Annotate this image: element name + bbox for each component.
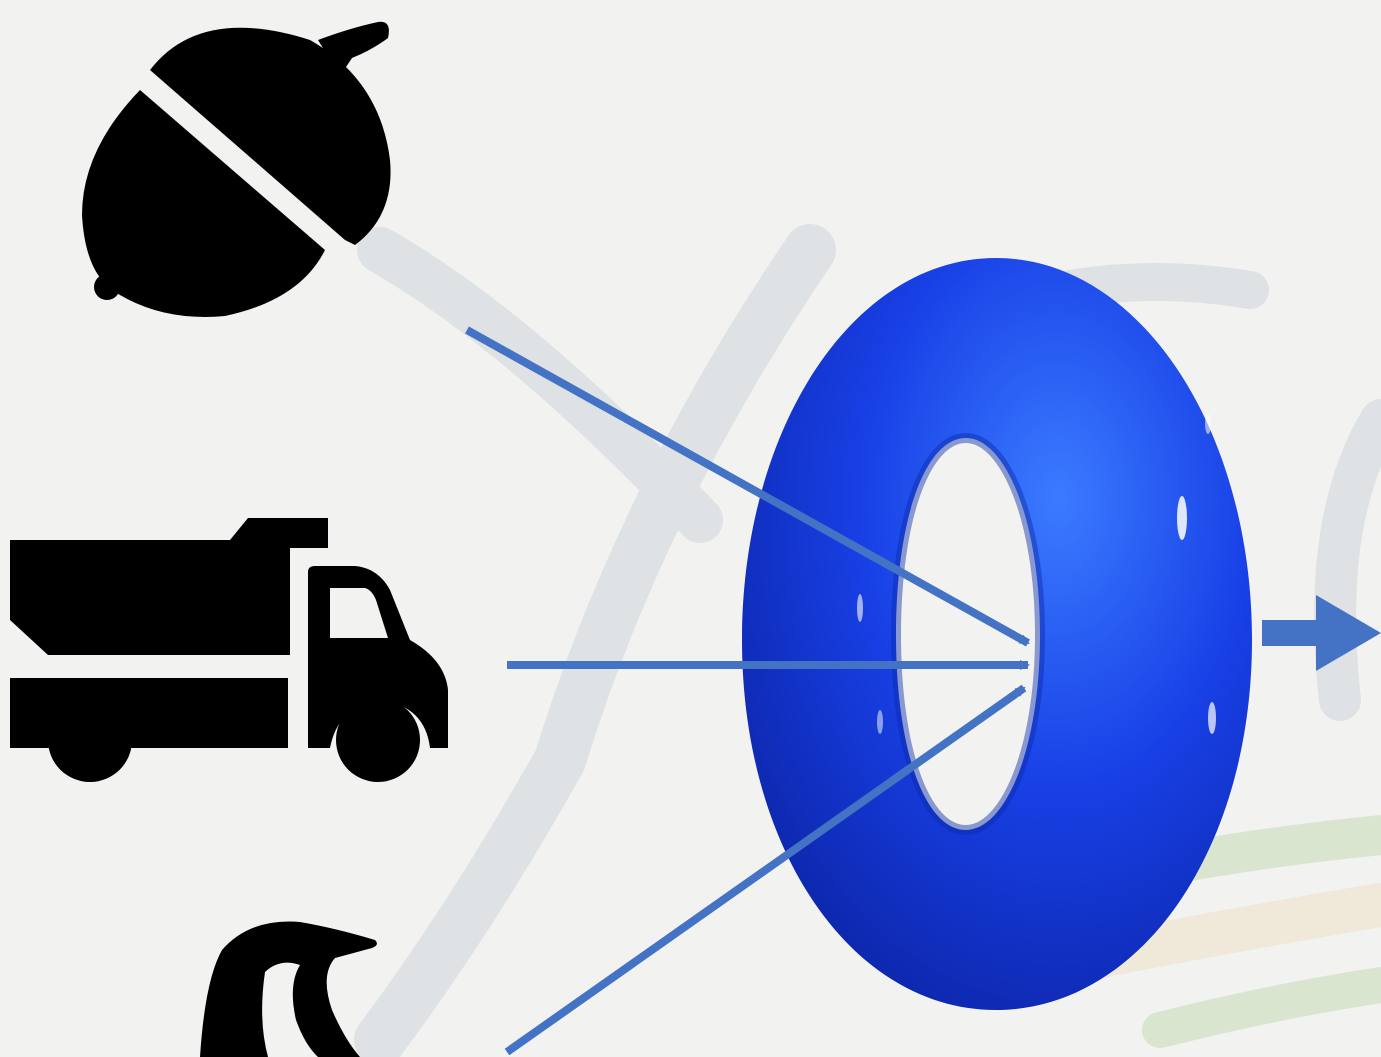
torus-highlight bbox=[1177, 496, 1187, 540]
torus-highlight bbox=[1208, 702, 1216, 734]
penguin-icon bbox=[200, 922, 377, 1057]
output-arrow bbox=[1262, 595, 1381, 671]
torus-highlight bbox=[857, 594, 863, 622]
torus-highlight bbox=[1205, 414, 1211, 434]
acorn-icon bbox=[82, 22, 391, 317]
dump-truck-icon bbox=[10, 518, 448, 782]
torus-highlight bbox=[877, 710, 883, 734]
torus-shape bbox=[742, 258, 1252, 1010]
